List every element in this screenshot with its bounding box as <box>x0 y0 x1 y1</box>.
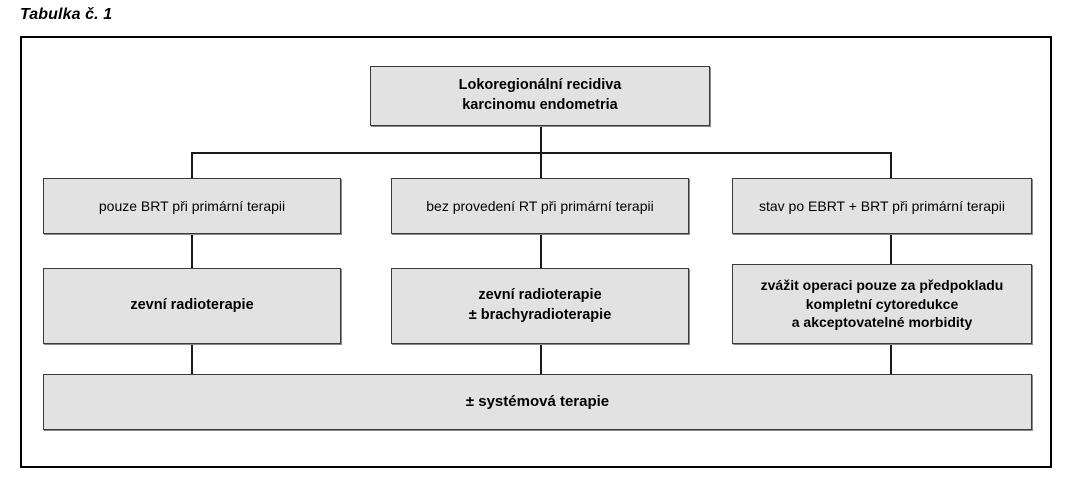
node-branch-middle-label: bez provedení RT při primární terapii <box>426 197 654 214</box>
connector-root-stem <box>540 125 542 154</box>
node-treatment-middle[interactable]: zevní radioterapie ± brachyradioterapie <box>391 268 689 344</box>
node-branch-left[interactable]: pouze BRT při primární terapii <box>43 178 341 234</box>
node-systemic[interactable]: ± systémová terapie <box>43 374 1032 430</box>
connector-treatment-right-to-systemic <box>890 344 892 374</box>
node-treatment-right[interactable]: zvážit operaci pouze za předpokladu komp… <box>732 264 1032 344</box>
connector-bar-to-branch-right <box>890 152 892 178</box>
connector-bar-to-branch-middle <box>540 152 542 178</box>
node-branch-left-label: pouze BRT při primární terapii <box>98 197 286 214</box>
figure-frame: Lokoregionální recidiva karcinomu endome… <box>20 36 1052 468</box>
connector-treatment-left-to-systemic <box>191 344 193 374</box>
node-treatment-right-label: zvážit operaci pouze za předpokladu komp… <box>760 276 1004 331</box>
node-branch-right[interactable]: stav po EBRT + BRT při primární terapii <box>732 178 1032 234</box>
connector-branch-left-to-treatment-left <box>191 234 193 268</box>
node-root-label: Lokoregionální recidiva karcinomu endome… <box>458 77 622 113</box>
connector-branch-middle-to-treatment-middle <box>540 234 542 268</box>
connector-bar-to-branch-left <box>191 152 193 178</box>
node-branch-right-label: stav po EBRT + BRT při primární terapii <box>758 197 1005 214</box>
figure-caption: Tabulka č. 1 <box>20 6 113 23</box>
connector-treatment-middle-to-systemic <box>540 344 542 374</box>
node-treatment-left[interactable]: zevní radioterapie <box>43 268 341 344</box>
node-root[interactable]: Lokoregionální recidiva karcinomu endome… <box>370 66 710 126</box>
node-treatment-middle-label: zevní radioterapie ± brachyradioterapie <box>468 287 612 323</box>
connector-branch-right-to-treatment-right <box>890 234 892 264</box>
node-systemic-label: ± systémová terapie <box>465 392 610 410</box>
node-branch-middle[interactable]: bez provedení RT při primární terapii <box>391 178 689 234</box>
node-treatment-left-label: zevní radioterapie <box>130 297 254 314</box>
